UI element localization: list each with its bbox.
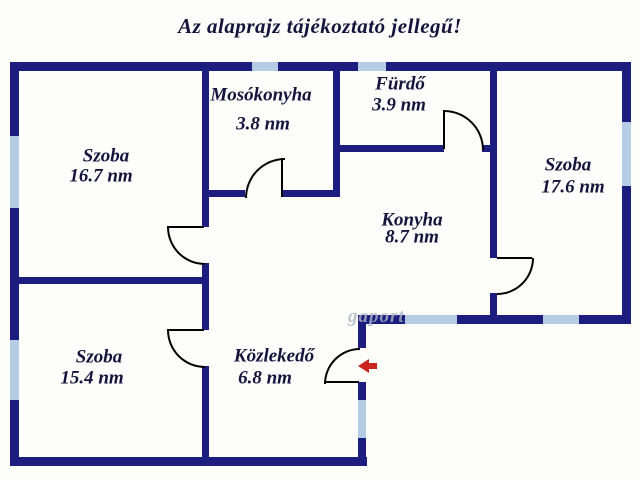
entrance-arrow xyxy=(358,359,377,373)
window-top-furdo xyxy=(358,62,386,71)
window-left-szoba1 xyxy=(10,136,19,208)
wall-furdo-bottom-right xyxy=(482,145,497,152)
door-leaf-mosokonyha xyxy=(281,158,283,197)
room-label-furdo-area: 3.9 nm xyxy=(372,94,426,116)
wall-szoba1-szoba3 xyxy=(10,277,209,284)
door-leaf-szoba2 xyxy=(497,257,532,259)
room-label-szoba1-area: 16.7 nm xyxy=(69,165,133,187)
room-label-konyha-name: Konyha xyxy=(381,209,443,231)
room-label-furdo-name: Fürdő xyxy=(375,73,425,95)
room-label-szoba2-area: 17.6 nm xyxy=(541,176,605,198)
door-arc-szoba1 xyxy=(167,227,205,265)
door-leaf-szoba3 xyxy=(167,329,204,331)
door-leaf-szoba1 xyxy=(167,226,204,228)
room-label-szoba3-area: 15.4 nm xyxy=(60,367,124,389)
room-label-szoba3-name: Szoba xyxy=(75,346,123,368)
room-label-szoba1-name: Szoba xyxy=(82,145,130,167)
window-entrance-wall xyxy=(358,400,366,438)
room-label-mosokonyha-area: 3.8 nm xyxy=(236,113,290,135)
room-label-kozlekedo-name: Közlekedő xyxy=(233,345,315,367)
entrance-arrow-stem xyxy=(368,363,377,369)
wall-mosokonyha-furdo xyxy=(333,62,340,197)
room-label-konyha-area: 8.7 nm xyxy=(385,226,439,248)
room-label-szoba2-name: Szoba xyxy=(544,154,592,176)
door-arc-szoba2 xyxy=(497,258,534,295)
door-arc-furdo xyxy=(444,110,484,150)
wall-entrance-lower xyxy=(358,382,366,400)
wall-outer-top xyxy=(10,62,631,71)
wall-konyha-szoba2-upper xyxy=(490,62,497,258)
room-label-kozlekedo-area: 6.8 nm xyxy=(238,367,292,389)
door-leaf-entrance xyxy=(324,381,359,383)
door-arc-entrance xyxy=(324,348,360,384)
wall-v1-middle xyxy=(202,263,209,330)
page-title: Az alaprajz tájékoztató jellegű! xyxy=(178,14,462,38)
window-right-szoba2 xyxy=(622,122,631,186)
wall-entrance-upper xyxy=(358,324,366,348)
wall-outer-bottom xyxy=(10,457,367,466)
entrance-arrow-head-icon xyxy=(358,359,369,373)
watermark: gaport xyxy=(348,306,405,327)
door-arc-szoba3 xyxy=(167,330,205,368)
door-leaf-furdo xyxy=(443,110,445,149)
window-top-mosokonyha xyxy=(252,62,278,71)
wall-konyha-szoba2-lower xyxy=(490,293,497,324)
wall-mosokonyha-bottom-left xyxy=(209,190,245,197)
room-label-mosokonyha-name: Mosókonyha xyxy=(210,84,312,106)
wall-v1-lower xyxy=(202,366,209,457)
wall-v1-upper xyxy=(202,62,209,227)
wall-mosokonyha-bottom-right xyxy=(283,190,333,197)
window-bottom-szoba2 xyxy=(543,315,579,324)
window-bottom-konyha xyxy=(405,315,457,324)
wall-outer-right xyxy=(622,62,631,324)
wall-furdo-bottom-left xyxy=(340,145,444,152)
wall-entrance-bottom xyxy=(358,438,366,457)
door-arc-mosokonyha xyxy=(245,158,285,198)
wall-outer-left xyxy=(10,62,19,466)
window-left-szoba3 xyxy=(10,340,19,400)
